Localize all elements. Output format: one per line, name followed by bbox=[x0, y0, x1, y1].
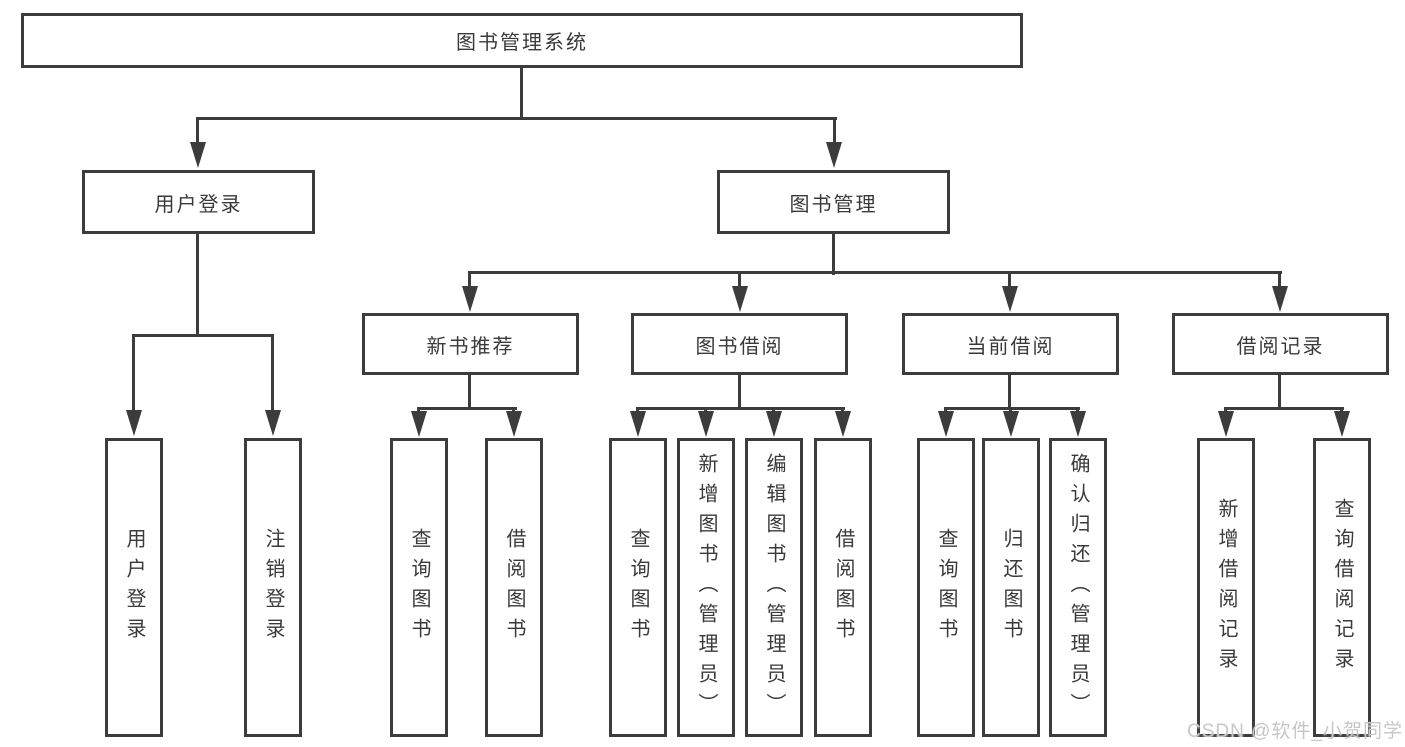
node-book-borrow: 图书借阅 bbox=[631, 313, 848, 375]
arrowhead bbox=[126, 410, 142, 436]
arrowhead bbox=[826, 142, 842, 168]
edge-current-borrow-drop bbox=[1008, 271, 1011, 289]
arrowhead bbox=[938, 411, 954, 437]
leaf-return-books: 归还图书 bbox=[982, 438, 1040, 737]
edge-borrow-records-stem bbox=[1278, 375, 1281, 410]
edge-leaf-drop bbox=[132, 334, 135, 413]
arrowhead bbox=[1002, 286, 1018, 312]
edge-new-books-drop bbox=[468, 271, 471, 289]
node-user-login-label: 用户登录 bbox=[154, 193, 243, 216]
arrowhead bbox=[1070, 411, 1086, 437]
arrowhead bbox=[1272, 286, 1288, 312]
arrowhead bbox=[1003, 411, 1019, 437]
arrowhead bbox=[835, 411, 851, 437]
leaf-user-login: 用户登录 bbox=[105, 438, 163, 737]
node-book-management-label: 图书管理 bbox=[789, 193, 878, 216]
edge-new-books-rail bbox=[417, 407, 517, 410]
edge-borrow-records-rail bbox=[1224, 407, 1344, 410]
node-borrow-records-label: 借阅记录 bbox=[1236, 335, 1325, 358]
edge-current-borrow-rail bbox=[944, 407, 1080, 410]
edge-current-borrow-stem bbox=[1008, 375, 1011, 410]
edge-level3-rail bbox=[468, 271, 1282, 274]
node-current-borrow: 当前借阅 bbox=[902, 313, 1119, 375]
node-current-borrow-label: 当前借阅 bbox=[966, 335, 1055, 358]
leaf-query-books-current: 查询图书 bbox=[917, 438, 975, 737]
arrowhead bbox=[462, 286, 478, 312]
arrowhead bbox=[265, 410, 281, 436]
leaf-edit-books-admin: 编辑图书（管理员） bbox=[745, 438, 803, 737]
edge-book-mgmt-drop bbox=[833, 117, 836, 145]
node-root: 图书管理系统 bbox=[21, 13, 1023, 68]
leaf-logout: 注销登录 bbox=[244, 438, 302, 737]
arrowhead bbox=[1334, 411, 1350, 437]
arrowhead bbox=[732, 286, 748, 312]
leaf-add-borrow-record: 新增借阅记录 bbox=[1197, 438, 1255, 737]
leaf-query-books-recommend: 查询图书 bbox=[390, 438, 448, 737]
node-user-login: 用户登录 bbox=[82, 170, 315, 234]
arrowhead bbox=[411, 411, 427, 437]
node-book-management: 图书管理 bbox=[717, 170, 950, 234]
leaf-add-books-admin: 新增图书（管理员） bbox=[677, 438, 735, 737]
edge-user-login-rail bbox=[132, 334, 274, 337]
node-new-book-recommend: 新书推荐 bbox=[362, 313, 579, 375]
node-new-book-recommend-label: 新书推荐 bbox=[426, 335, 515, 358]
arrowhead bbox=[506, 411, 522, 437]
arrowhead bbox=[698, 411, 714, 437]
edge-new-books-stem bbox=[468, 375, 471, 410]
leaf-confirm-return-admin: 确认归还（管理员） bbox=[1049, 438, 1107, 737]
leaf-borrow-books-recommend: 借阅图书 bbox=[485, 438, 543, 737]
arrowhead bbox=[630, 411, 646, 437]
edge-book-borrow-stem bbox=[738, 375, 741, 410]
edge-leaf-drop bbox=[271, 334, 274, 413]
edge-book-borrow-rail bbox=[636, 407, 845, 410]
node-book-borrow-label: 图书借阅 bbox=[695, 335, 784, 358]
edge-user-login-drop bbox=[196, 117, 199, 145]
edge-user-login-stem bbox=[196, 234, 199, 337]
arrowhead bbox=[190, 142, 206, 168]
arrowhead bbox=[766, 411, 782, 437]
edge-level2-rail bbox=[196, 117, 837, 120]
watermark: CSDN @软件_小贺同学 bbox=[1187, 721, 1403, 742]
edge-book-borrow-drop bbox=[738, 271, 741, 289]
leaf-query-borrow-record: 查询借阅记录 bbox=[1313, 438, 1371, 737]
leaf-query-books-borrow: 查询图书 bbox=[609, 438, 667, 737]
arrowhead bbox=[1218, 411, 1234, 437]
edge-root-stem bbox=[520, 68, 523, 120]
node-borrow-records: 借阅记录 bbox=[1172, 313, 1389, 375]
edge-book-mgmt-stem bbox=[832, 234, 835, 275]
leaf-borrow-books: 借阅图书 bbox=[814, 438, 872, 737]
node-root-label: 图书管理系统 bbox=[456, 32, 588, 54]
edge-borrow-records-drop bbox=[1278, 271, 1281, 289]
